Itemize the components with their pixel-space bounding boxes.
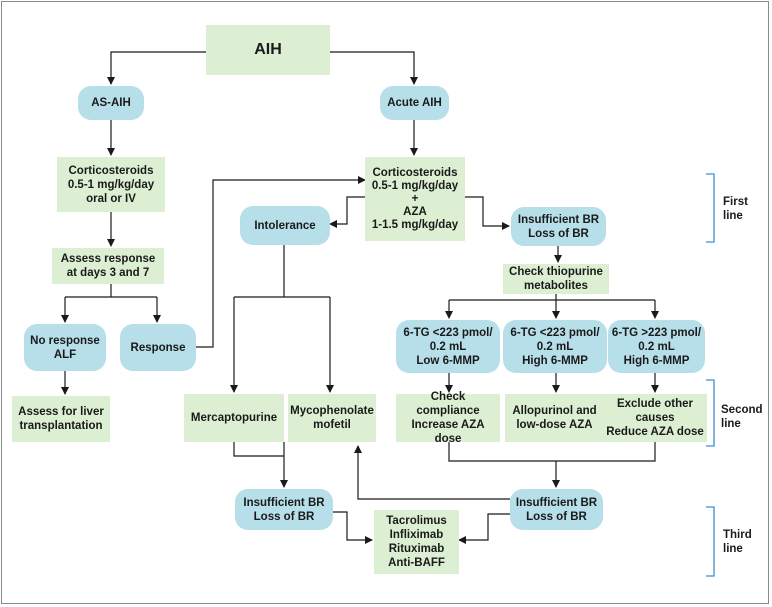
- arrow-insufficient-right-to-mycophenolate: [354, 445, 510, 500]
- node-aih-label: AIH: [254, 41, 282, 58]
- third-line-bracket: [706, 506, 715, 577]
- node-response: Response: [120, 324, 196, 371]
- node-tg-low-high-mmp: 6-TG <223 pmol/ 0.2 mL High 6-MMP: [503, 320, 607, 373]
- arrow-response-to-corticosteroids-aza: [196, 176, 366, 348]
- arrow-corticosteroids-to-insufficient: [465, 196, 510, 230]
- node-acute-aih: Acute AIH: [380, 86, 449, 120]
- arrow-aih-to-as-aih: [107, 51, 206, 85]
- arrow-assess-to-outcomes: [65, 284, 157, 298]
- node-exclude-other-causes: Exclude other causes Reduce AZA dose: [603, 394, 707, 442]
- label-first-line: First line: [723, 196, 748, 222]
- node-mercaptopurine: Mercaptopurine: [184, 394, 284, 442]
- arrow-thiopurine-branch: [449, 294, 655, 301]
- node-check-thiopurine: Check thiopurine metabolites: [503, 264, 609, 294]
- node-as-aih: AS-AIH: [78, 86, 144, 120]
- node-corticosteroids-left: Corticosteroids 0.5-1 mg/kg/day oral or …: [57, 157, 165, 212]
- node-no-response-alf: No response ALF: [24, 324, 106, 371]
- arrow-first-alt-merge: [233, 442, 284, 457]
- node-assess-liver-transplant: Assess for liver transplantation: [12, 396, 110, 442]
- first-line-bracket: [706, 173, 715, 243]
- node-third-line-drugs: Tacrolimus Infliximab Rituximab Anti-BAF…: [374, 510, 459, 574]
- arrow-aih-to-acute-aih: [330, 51, 418, 85]
- node-aih: AIH: [206, 25, 330, 75]
- node-insufficient-br-left: Insufficient BR Loss of BR: [235, 489, 333, 530]
- arrow-corticosteroids-to-intolerance: [329, 196, 365, 228]
- arrow-insufficient-right-to-third-line: [458, 513, 510, 544]
- node-insufficient-br-top: Insufficient BR Loss of BR: [511, 207, 606, 246]
- node-intolerance: Intolerance: [240, 206, 330, 245]
- arrow-intolerance-branch: [234, 245, 330, 298]
- node-tg-low-low-mmp: 6-TG <223 pmol/ 0.2 mL Low 6-MMP: [396, 320, 500, 373]
- arrow-insufficient-left-to-third-line: [333, 511, 373, 544]
- label-second-line: Second line: [721, 404, 763, 430]
- label-third-line: Third line: [723, 529, 752, 555]
- node-assess-response: Assess response at days 3 and 7: [52, 248, 164, 284]
- arrow-second-line-merge: [448, 442, 656, 462]
- node-insufficient-br-right: Insufficient BR Loss of BR: [510, 489, 603, 530]
- node-tg-high-high-mmp: 6-TG >223 pmol/ 0.2 mL High 6-MMP: [608, 320, 705, 373]
- node-corticosteroids-aza: Corticosteroids 0.5-1 mg/kg/day + AZA 1-…: [365, 157, 465, 241]
- node-allopurinol: Allopurinol and low-dose AZA: [505, 394, 604, 442]
- second-line-bracket: [706, 379, 715, 447]
- node-check-compliance: Check compliance Increase AZA dose: [396, 391, 500, 445]
- node-mycophenolate: Mycophenolate mofetil: [288, 394, 376, 442]
